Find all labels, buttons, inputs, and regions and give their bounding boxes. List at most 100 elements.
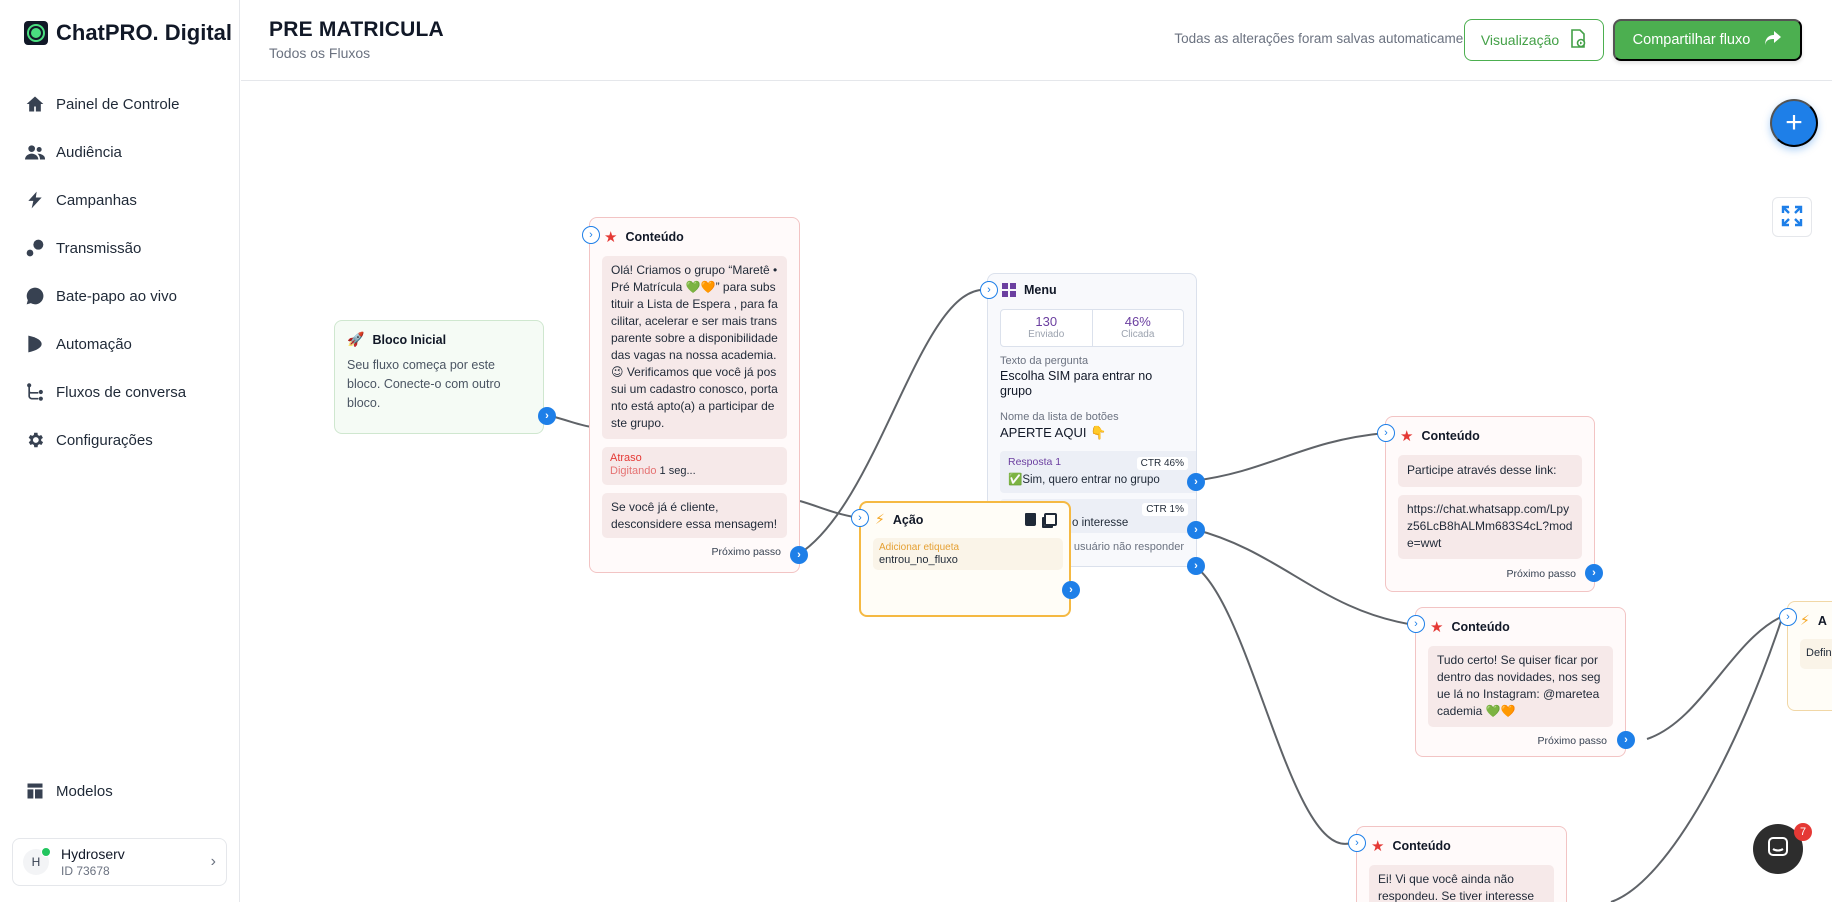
content-block-3[interactable]: ★ Conteúdo Tudo certo! Se quiser ficar p… — [1415, 607, 1626, 757]
content-block-2-output-port[interactable]: › — [1585, 564, 1603, 582]
avatar: H — [23, 847, 51, 875]
content-block-2-input-port[interactable]: › — [1377, 424, 1395, 442]
notification-badge: 7 — [1794, 823, 1812, 841]
star-icon: ★ — [1400, 428, 1414, 445]
stat-clicked-value: 46% — [1124, 314, 1151, 329]
sidebar-item-transmissao[interactable]: Transmissão — [24, 224, 186, 272]
sidebar: ChatPRO. Digital Painel de Controle Audi… — [0, 0, 240, 902]
action-block-2-header: ⚡ A — [1788, 602, 1832, 629]
menu-response-1[interactable]: Resposta 1 CTR 46% ✅Sim, quero entrar no… — [1000, 451, 1196, 493]
sidebar-item-automacao[interactable]: Automação — [24, 320, 186, 368]
menu-block-title: Menu — [1024, 283, 1057, 297]
user-name: Hydroserv — [61, 846, 125, 862]
typing-row: Digitando 1 seg... — [610, 465, 779, 478]
brand[interactable]: ChatPRO. Digital — [24, 20, 232, 46]
content-block-4-input-port[interactable]: › — [1348, 834, 1366, 852]
action-block-input-port[interactable]: › — [851, 509, 869, 527]
action-block[interactable]: ⚡ Ação Adicionar etiqueta entrou_no_flux… — [859, 501, 1071, 617]
content-block-1-title: Conteúdo — [625, 230, 684, 244]
content-block-1-message-2: Se você já é cliente, desconsidere essa … — [602, 493, 787, 538]
menu-buttons-label: Nome da lista de botões — [1000, 411, 1119, 423]
stat-clicked: 46% Clicada — [1093, 310, 1184, 346]
broadcast-icon — [24, 237, 46, 259]
content-block-2-message: Participe através desse link: — [1398, 455, 1582, 487]
response-1-ctr: CTR 46% — [1136, 457, 1188, 470]
sidebar-item-label: Audiência — [56, 143, 122, 161]
trash-icon[interactable] — [1025, 513, 1036, 526]
duplicate-icon[interactable] — [1044, 513, 1057, 526]
content-block-3-output-port[interactable]: › — [1617, 731, 1635, 749]
stat-sent-value: 130 — [1035, 314, 1058, 329]
content-block-1-next-step: Próximo passo — [711, 546, 781, 558]
sidebar-item-configuracoes[interactable]: Configurações — [24, 416, 186, 464]
menu-block-header: Menu — [988, 274, 1196, 297]
sidebar-item-modelos[interactable]: Modelos — [24, 780, 113, 802]
menu-no-reply: usuário não responder — [1073, 541, 1184, 553]
content-block-3-input-port[interactable]: › — [1407, 615, 1425, 633]
sidebar-item-label: Transmissão — [56, 239, 142, 257]
menu-response-1-output-port[interactable]: › — [1187, 473, 1205, 491]
action-block-2-title: A — [1817, 613, 1827, 628]
sidebar-item-campanhas[interactable]: Campanhas — [24, 176, 186, 224]
sidebar-nav: Painel de Controle Audiência Campanhas T… — [24, 80, 186, 464]
menu-block-input-port[interactable]: › — [980, 281, 998, 299]
content-block-1[interactable]: ★ Conteúdo Olá! Criamos o grupo “Maretê … — [589, 217, 800, 573]
sidebar-item-label: Automação — [56, 335, 132, 353]
flow-connections — [546, 288, 1782, 902]
sidebar-item-audiencia[interactable]: Audiência — [24, 128, 186, 176]
star-icon: ★ — [1430, 619, 1444, 636]
content-block-1-output-port[interactable]: › — [790, 546, 808, 564]
sidebar-item-label: Painel de Controle — [56, 95, 180, 113]
content-block-4[interactable]: ★ Conteúdo Ei! Vi que você ainda não res… — [1356, 826, 1567, 902]
action-block-2-input-port[interactable]: › — [1779, 608, 1797, 626]
rocket-icon: 🚀 — [347, 331, 365, 347]
typing-label: Digitando — [610, 465, 657, 477]
typing-value: 1 seg... — [659, 465, 696, 477]
templates-icon — [24, 780, 46, 802]
content-block-3-header: ★ Conteúdo — [1416, 608, 1625, 636]
content-block-3-title: Conteúdo — [1451, 620, 1510, 634]
action-block-tools — [1025, 513, 1057, 526]
content-block-2[interactable]: ★ Conteúdo Participe através desse link:… — [1385, 416, 1595, 592]
content-block-1-input-port[interactable]: › — [582, 226, 600, 244]
action-block-output-port[interactable]: › — [1062, 581, 1080, 599]
menu-buttons-text: APERTE AQUI 👇 — [1000, 425, 1107, 440]
menu-no-reply-output-port[interactable]: › — [1187, 557, 1205, 575]
menu-block[interactable]: Menu 130 Enviado 46% Clicada Texto da pe… — [987, 273, 1197, 567]
star-icon: ★ — [1371, 838, 1385, 855]
content-block-2-next-step: Próximo passo — [1506, 568, 1576, 580]
add-block-button[interactable]: + — [1770, 99, 1818, 147]
user-id: ID 73678 — [61, 864, 110, 878]
action-block-title: Ação — [892, 512, 924, 527]
edge-menu-resp1-to-content2 — [1192, 432, 1386, 482]
action-block-tag: Adicionar etiqueta entrou_no_fluxo — [873, 538, 1063, 570]
menu-response-2-output-port[interactable]: › — [1187, 521, 1205, 539]
user-account-card[interactable]: H Hydroserv ID 73678 › — [12, 838, 227, 886]
content-block-1-message: Olá! Criamos o grupo “Maretê • Pré Matrí… — [602, 256, 787, 439]
content-block-1-delay: Atraso Digitando 1 seg... — [602, 447, 787, 485]
edge-menu-resp2-to-content3 — [1192, 528, 1416, 626]
share-flow-button[interactable]: Compartilhar fluxo — [1613, 19, 1802, 61]
sidebar-item-label: Modelos — [56, 782, 113, 800]
page-title[interactable]: PRE MATRICULA — [269, 18, 444, 41]
start-block-output-port[interactable]: › — [538, 407, 556, 425]
preview-button-label: Visualização — [1480, 32, 1560, 48]
preview-button[interactable]: Visualização — [1464, 19, 1604, 61]
breadcrumb[interactable]: Todos os Fluxos — [269, 45, 371, 61]
content-block-2-title: Conteúdo — [1421, 429, 1480, 443]
start-block-header: 🚀 Bloco Inicial — [335, 321, 543, 348]
fit-view-button[interactable] — [1772, 197, 1812, 237]
sidebar-item-bate-papo[interactable]: Bate-papo ao vivo — [24, 272, 186, 320]
brand-name: ChatPRO. Digital — [56, 20, 233, 45]
sidebar-item-painel[interactable]: Painel de Controle — [24, 80, 186, 128]
flow-canvas[interactable]: 🚀 Bloco Inicial Seu fluxo começa por est… — [241, 81, 1832, 902]
sidebar-item-fluxos[interactable]: Fluxos de conversa — [24, 368, 186, 416]
start-block[interactable]: 🚀 Bloco Inicial Seu fluxo começa por est… — [334, 320, 544, 434]
edge-content1-to-menu — [798, 288, 989, 555]
edge-menu-noreply-to-content4 — [1192, 564, 1352, 845]
content-block-2-link[interactable]: https://chat.whatsapp.com/Lpyz56LcB8hALM… — [1398, 495, 1582, 559]
users-icon — [24, 141, 46, 163]
content-block-4-message: Ei! Vi que você ainda não respondeu. Se … — [1369, 865, 1554, 902]
edge-content3-to-action2 — [1646, 616, 1782, 740]
start-block-title: Bloco Inicial — [372, 332, 447, 347]
